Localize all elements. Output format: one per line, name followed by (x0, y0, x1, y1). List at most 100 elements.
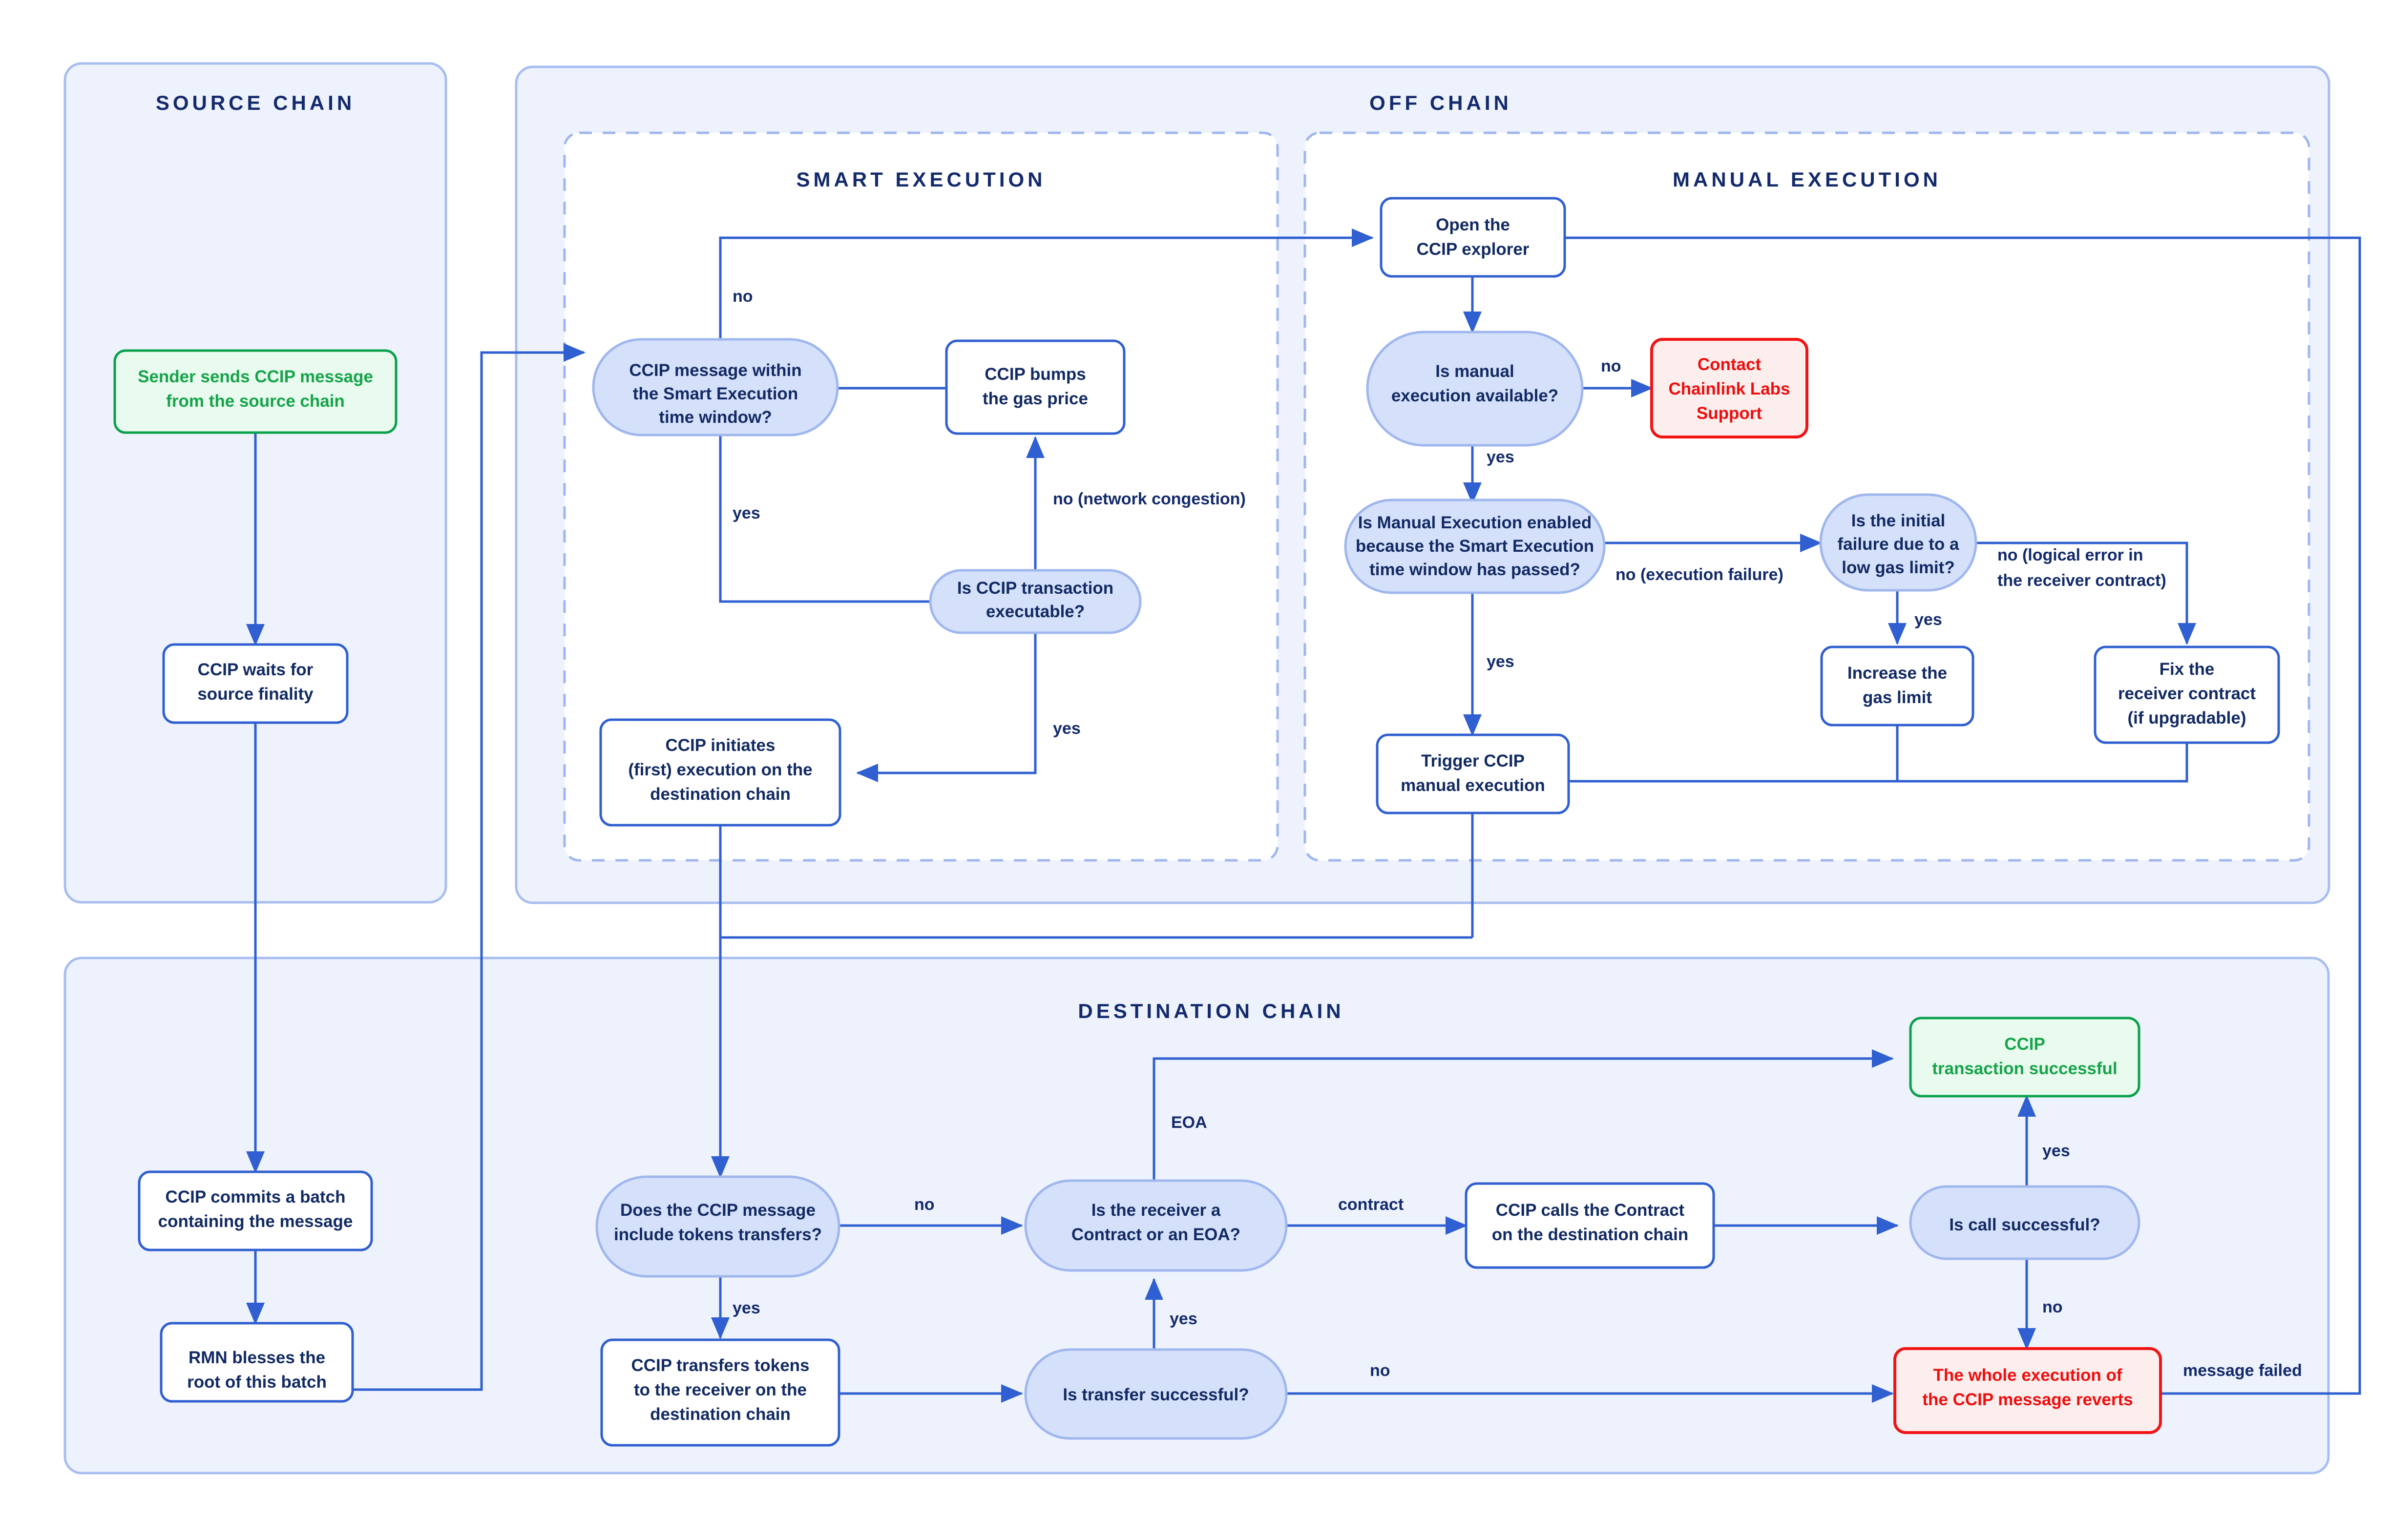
node-contact-support-line-1: Contact (1698, 355, 1762, 374)
edge-window-no-to-explorer (719, 229, 1374, 339)
node-commits-batch[interactable]: CCIP commits a batch containing the mess… (138, 1170, 373, 1251)
node-manual-enabled-line-2: because the Smart Execution (1356, 537, 1594, 556)
node-initiates-exec-line-2: (first) execution on the (628, 760, 812, 779)
edge-label-tokens-no: no (914, 1195, 935, 1214)
edge-executable-yes-to-initiates (856, 633, 1037, 782)
node-initial-failure-gas[interactable]: Is the initial failure due to a low gas … (1819, 493, 1977, 592)
edge-label-available-no: no (1601, 357, 1621, 375)
edge-label-executable-no: no (network congestion) (1053, 490, 1246, 508)
node-tx-executable[interactable]: Is CCIP transaction executable? (929, 569, 1142, 634)
node-tx-successful-line-2: transaction successful (1932, 1059, 2117, 1078)
node-calls-contract-line-1: CCIP calls the Contract (1496, 1201, 1685, 1220)
node-trigger-manual-line-2: manual execution (1401, 776, 1545, 795)
node-bumps-gas-line-2: the gas price (983, 389, 1088, 408)
panel-manual-execution: MANUAL EXECUTION (1303, 131, 2310, 862)
panel-title-source-chain: SOURCE CHAIN (156, 91, 355, 114)
edge-failure-no-to-fix (1974, 541, 2196, 645)
node-transfer-successful[interactable]: Is transfer successful? (1024, 1348, 1288, 1440)
edge-window-yes-to-executable (719, 435, 1016, 611)
node-initial-failure-line-1: Is the initial (1851, 511, 1946, 530)
node-within-window-line-3: time window? (659, 408, 772, 427)
node-manual-available-line-1: Is manual (1435, 362, 1514, 381)
node-commits-batch-line-1: CCIP commits a batch (166, 1187, 346, 1207)
edge-reverts-to-explorer (1498, 229, 2361, 1395)
edge-label-message-failed: message failed (2183, 1361, 2302, 1380)
node-calls-contract[interactable]: CCIP calls the Contract on the destinati… (1465, 1182, 1715, 1269)
node-contact-support-line-3: Support (1697, 404, 1762, 423)
node-includes-tokens[interactable]: Does the CCIP message include tokens tra… (595, 1175, 840, 1278)
node-contact-support[interactable]: Contact Chainlink Labs Support (1650, 338, 1808, 438)
node-waits-finality-line-2: source finality (197, 685, 314, 704)
edge-labels: no yes no (network congestion) yes no ye… (733, 287, 2302, 1380)
node-whole-reverts-line-2: the CCIP message reverts (1922, 1390, 2133, 1409)
node-tx-successful[interactable]: CCIP transaction successful (1909, 1017, 2140, 1098)
node-trigger-manual[interactable]: Trigger CCIP manual execution (1376, 733, 1570, 814)
edge-fix-to-trigger (1897, 741, 2188, 783)
edges (246, 229, 2361, 1403)
edge-label-receiver-eoa: EOA (1171, 1113, 1207, 1132)
node-open-explorer[interactable]: Open the CCIP explorer (1380, 197, 1566, 278)
node-call-successful[interactable]: Is call successful? (1909, 1185, 2140, 1260)
node-manual-available-line-2: execution available? (1391, 386, 1558, 405)
node-sender-sends-line-1: Sender sends CCIP message (138, 367, 373, 386)
node-open-explorer-line-2: CCIP explorer (1417, 240, 1530, 259)
node-bumps-gas-line-1: CCIP bumps (985, 365, 1086, 384)
node-whole-reverts-line-1: The whole execution of (1933, 1366, 2122, 1385)
node-increase-gas-line-1: Increase the (1847, 664, 1947, 683)
node-initiates-exec[interactable]: CCIP initiates (first) execution on the … (599, 718, 841, 827)
edge-label-window-yes: yes (733, 504, 760, 522)
node-open-explorer-line-1: Open the (1436, 215, 1510, 234)
node-tx-executable-line-1: Is CCIP transaction (957, 579, 1113, 598)
node-initiates-exec-line-1: CCIP initiates (666, 736, 776, 755)
node-calls-contract-line-2: on the destination chain (1492, 1225, 1689, 1244)
node-increase-gas-line-2: gas limit (1863, 688, 1932, 707)
node-within-window[interactable]: CCIP message within the Smart Execution … (592, 338, 839, 437)
node-transfers-tokens-line-3: destination chain (650, 1405, 791, 1424)
node-fix-receiver-line-1: Fix the (2160, 660, 2215, 679)
node-rmn-blesses-line-1: RMN blesses the (189, 1348, 325, 1367)
node-tx-successful-line-1: CCIP (2004, 1035, 2045, 1054)
node-initial-failure-line-3: low gas limit? (1842, 558, 1954, 577)
node-includes-tokens-line-2: include tokens transfers? (614, 1225, 822, 1244)
node-whole-reverts[interactable]: The whole execution of the CCIP message … (1893, 1347, 2162, 1434)
node-trigger-manual-line-1: Trigger CCIP (1421, 751, 1525, 770)
panel-title-destination-chain: DESTINATION CHAIN (1078, 999, 1344, 1022)
node-rmn-blesses[interactable]: RMN blesses the root of this batch (160, 1322, 354, 1403)
edge-label-receiver-contract: contract (1338, 1195, 1404, 1214)
node-waits-finality[interactable]: CCIP waits for source finality (162, 643, 349, 724)
node-transfers-tokens-line-1: CCIP transfers tokens (631, 1356, 809, 1375)
node-fix-receiver-line-2: receiver contract (2118, 684, 2256, 703)
edge-label-window-no: no (733, 287, 753, 306)
node-increase-gas[interactable]: Increase the gas limit (1820, 645, 1974, 727)
node-transfer-successful-line-1: Is transfer successful? (1063, 1385, 1249, 1404)
edge-label-available-yes: yes (1487, 448, 1514, 466)
node-receiver-type-line-1: Is the receiver a (1091, 1201, 1221, 1220)
node-contact-support-line-2: Chainlink Labs (1669, 379, 1790, 398)
node-within-window-line-2: the Smart Execution (633, 384, 798, 403)
edge-rmn-to-window (353, 343, 586, 1391)
panel-smart-execution: SMART EXECUTION (563, 131, 1279, 862)
node-sender-sends-line-2: from the source chain (166, 392, 345, 411)
node-transfers-tokens-line-2: to the receiver on the (634, 1380, 807, 1399)
node-fix-receiver[interactable]: Fix the receiver contract (if upgradable… (2094, 645, 2280, 744)
node-sender-sends[interactable]: Sender sends CCIP message from the sourc… (113, 349, 398, 434)
edge-label-gaslimit-no-line1: no (logical error in (1997, 546, 2143, 564)
node-fix-receiver-line-3: (if upgradable) (2127, 708, 2246, 728)
node-transfers-tokens[interactable]: CCIP transfers tokens to the receiver on… (600, 1338, 840, 1447)
node-receiver-type-line-2: Contract or an EOA? (1071, 1225, 1240, 1244)
node-manual-enabled-line-1: Is Manual Execution enabled (1358, 513, 1592, 532)
panel-title-manual-execution: MANUAL EXECUTION (1673, 168, 1941, 191)
panel-title-smart-execution: SMART EXECUTION (796, 168, 1046, 191)
node-manual-enabled[interactable]: Is Manual Execution enabled because the … (1344, 499, 1606, 594)
node-bumps-gas[interactable]: CCIP bumps the gas price (945, 339, 1126, 435)
edge-label-call-no: no (2042, 1298, 2063, 1316)
edge-receiver-eoa-to-success (1153, 1049, 1894, 1197)
node-initial-failure-line-2: failure due to a (1838, 535, 1959, 554)
node-tx-executable-line-2: executable? (986, 602, 1085, 621)
edge-label-gaslimit-no-line2: the receiver contract) (1997, 571, 2166, 590)
node-commits-batch-line-2: containing the message (158, 1212, 353, 1231)
node-receiver-type[interactable]: Is the receiver a Contract or an EOA? (1024, 1179, 1288, 1272)
node-call-successful-line-1: Is call successful? (1949, 1215, 2100, 1234)
edge-label-gaslimit-yes: yes (1914, 610, 1942, 629)
node-manual-available[interactable]: Is manual execution available? (1366, 331, 1584, 447)
